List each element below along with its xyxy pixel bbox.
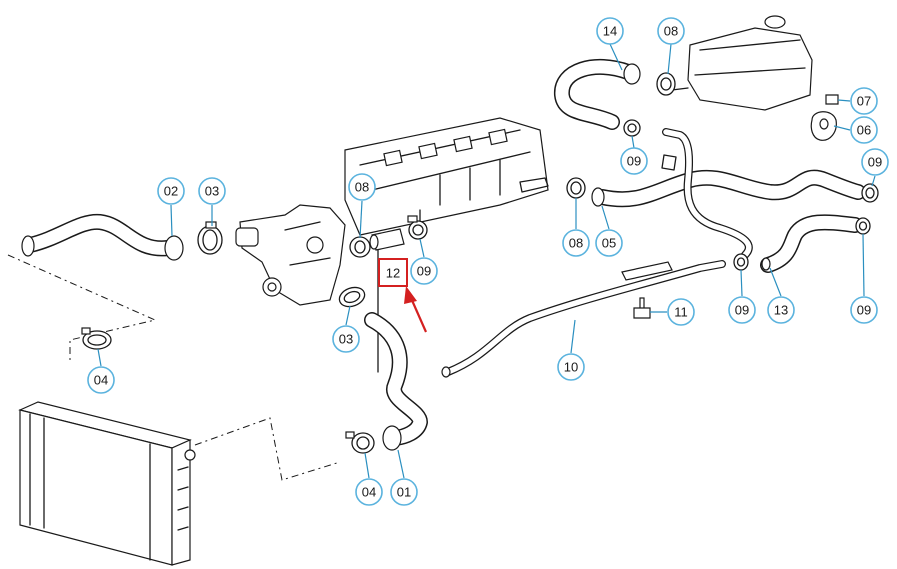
svg-text:09: 09: [735, 303, 749, 318]
hose-01: [364, 312, 428, 451]
engine-block: [344, 117, 549, 373]
clamp-03-bottom: [338, 286, 366, 308]
callout-09-mid[interactable]: 09: [410, 257, 438, 285]
pipe-to-tank: [661, 128, 753, 259]
cap-07: [825, 94, 839, 105]
clamp-04-left: [81, 327, 112, 350]
callout-06[interactable]: 06: [850, 116, 878, 144]
clamp-09-right-top: [861, 183, 879, 203]
clamp-03-top: [197, 221, 223, 255]
svg-text:10: 10: [564, 360, 578, 375]
callout-09-bottom-mid[interactable]: 09: [728, 296, 756, 324]
svg-text:04: 04: [362, 485, 376, 500]
bolt-11: [633, 297, 651, 319]
callout-04-bottom[interactable]: 04: [355, 478, 383, 506]
svg-text:08: 08: [664, 24, 678, 39]
svg-text:08: 08: [355, 180, 369, 195]
clamp-04-bottom: [345, 431, 375, 454]
svg-text:02: 02: [164, 184, 178, 199]
callout-07[interactable]: 07: [850, 87, 878, 115]
clamp-09-bottom-mid: [733, 253, 749, 271]
part-12-fitting: [369, 228, 405, 251]
callout-01[interactable]: 01: [390, 478, 418, 506]
hose-02: [21, 213, 184, 261]
callout-10[interactable]: 10: [557, 353, 585, 381]
callout-02[interactable]: 02: [157, 177, 185, 205]
callout-09-bottom-right[interactable]: 09: [850, 296, 878, 324]
svg-text:09: 09: [627, 154, 641, 169]
callout-05[interactable]: 05: [595, 229, 623, 257]
hose-14: [554, 58, 641, 130]
radiator: [7, 254, 341, 566]
callout-03-bottom[interactable]: 03: [332, 325, 360, 353]
hose-05: [591, 169, 866, 208]
clamp-08-right: [566, 177, 586, 199]
clamp-09-top: [623, 119, 641, 137]
callout-14[interactable]: 14: [596, 17, 624, 45]
callout-11[interactable]: 11: [667, 298, 695, 326]
svg-text:05: 05: [602, 236, 616, 251]
svg-text:03: 03: [205, 184, 219, 199]
grommet-06: [810, 111, 837, 141]
svg-text:13: 13: [774, 303, 788, 318]
clamp-08-top: [656, 72, 676, 96]
svg-text:09: 09: [868, 155, 882, 170]
svg-text:09: 09: [417, 264, 431, 279]
svg-text:06: 06: [857, 123, 871, 138]
hose-13: [760, 214, 863, 273]
clamp-09-bottom-right: [855, 217, 871, 235]
callout-09-top[interactable]: 09: [620, 147, 648, 175]
highlight-part-12: 12: [378, 258, 408, 287]
highlight-part-12-label: 12: [386, 266, 400, 281]
expansion-tank: [671, 15, 813, 111]
svg-text:01: 01: [397, 485, 411, 500]
svg-text:08: 08: [569, 236, 583, 251]
water-pump: [235, 204, 346, 306]
callout-09-right-top[interactable]: 09: [861, 148, 889, 176]
clamp-08-mid: [349, 236, 371, 258]
callout-03-top[interactable]: 03: [198, 177, 226, 205]
callout-04-left[interactable]: 04: [87, 366, 115, 394]
pipe-10: [441, 260, 726, 378]
svg-text:04: 04: [94, 373, 108, 388]
svg-text:03: 03: [339, 332, 353, 347]
callout-13[interactable]: 13: [767, 296, 795, 324]
callout-08-right[interactable]: 08: [562, 229, 590, 257]
svg-text:14: 14: [603, 24, 617, 39]
svg-text:09: 09: [857, 303, 871, 318]
callout-08-mid[interactable]: 08: [348, 173, 376, 201]
svg-text:07: 07: [857, 94, 871, 109]
leader-lines: [97, 43, 876, 479]
svg-text:11: 11: [674, 305, 688, 320]
clamp-09-mid: [407, 215, 428, 240]
red-arrow: [404, 286, 428, 333]
callout-08-top[interactable]: 08: [657, 17, 685, 45]
